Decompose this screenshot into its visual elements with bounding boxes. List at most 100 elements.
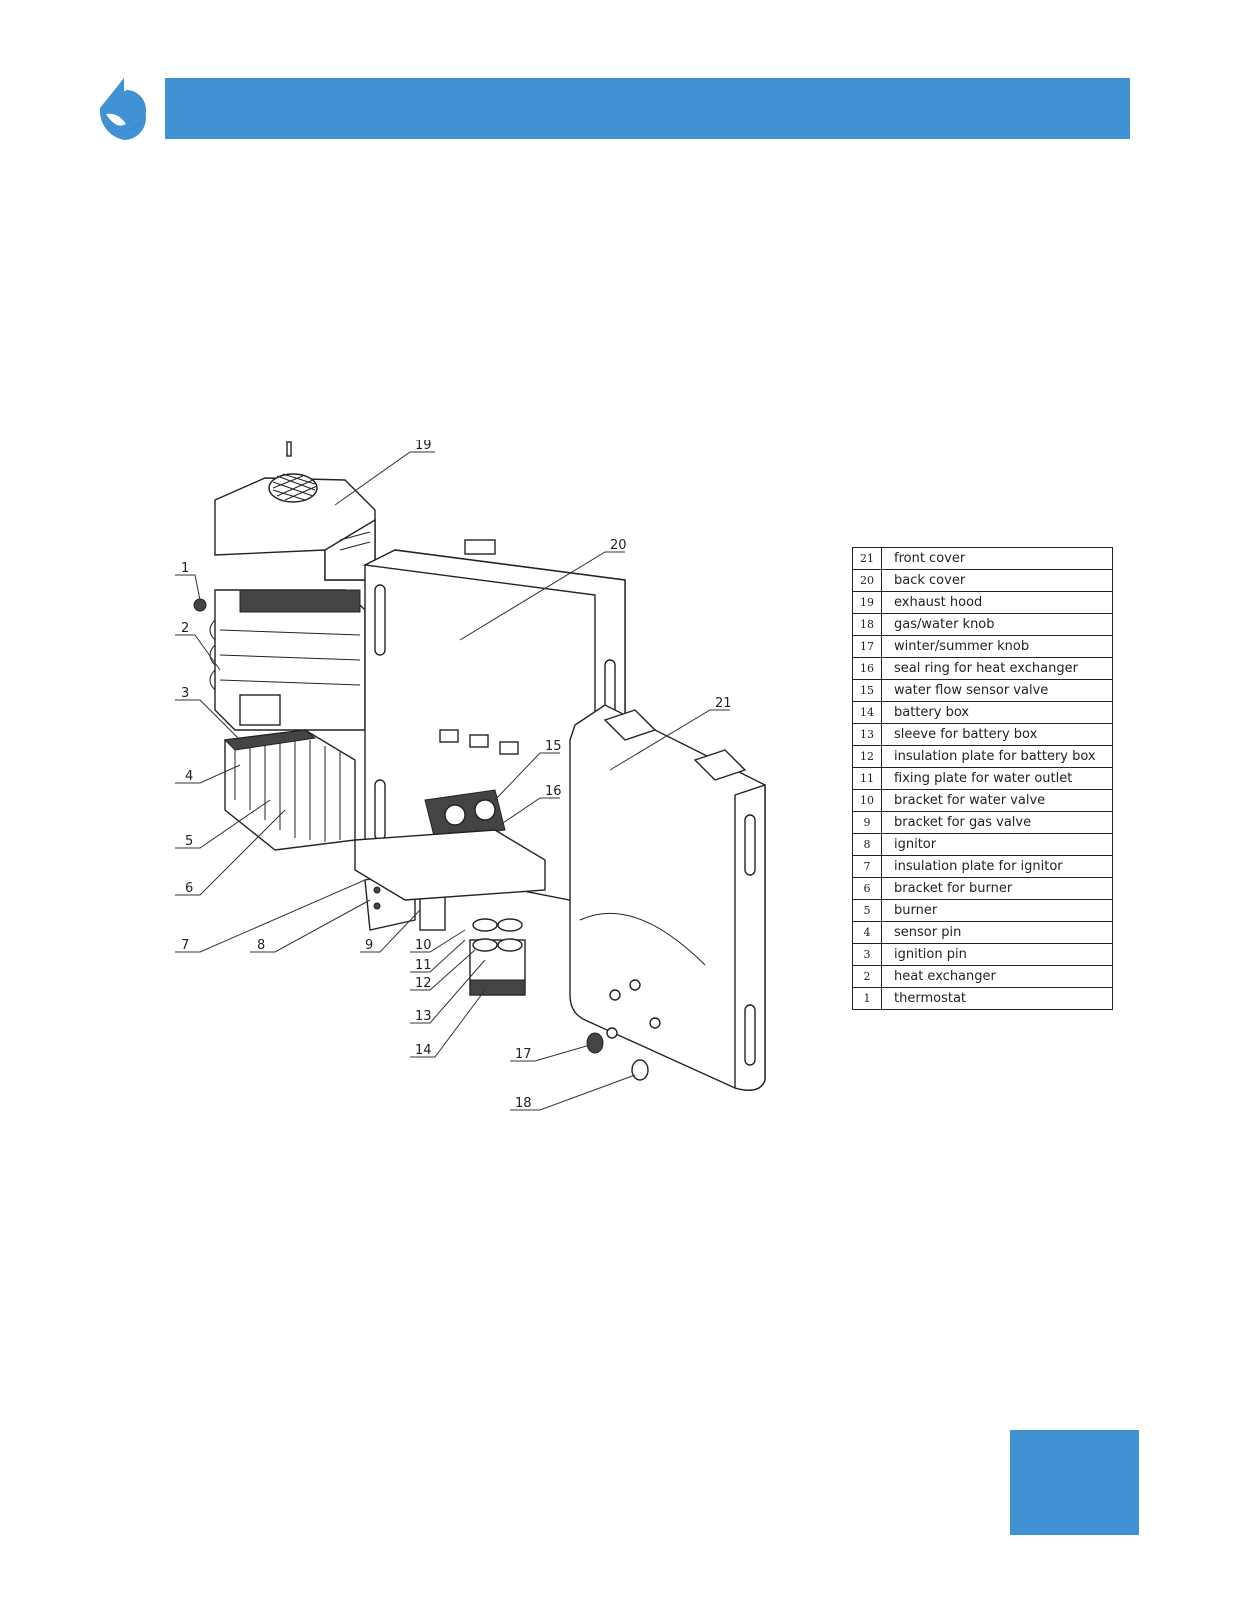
part-number: 19 <box>852 591 882 614</box>
part-name: sensor pin <box>881 921 1113 944</box>
burner-drawing <box>223 729 356 851</box>
part-number: 21 <box>852 547 882 570</box>
callout-7: 7 <box>181 938 189 953</box>
callout-6: 6 <box>185 881 193 896</box>
thermostat-drawing <box>193 598 207 612</box>
callout-5: 5 <box>185 834 193 849</box>
part-number: 11 <box>852 767 882 790</box>
part-name: bracket for gas valve <box>881 811 1113 834</box>
part-name: seal ring for heat exchanger <box>881 657 1113 680</box>
part-number: 2 <box>852 965 882 988</box>
part-name: thermostat <box>881 987 1113 1010</box>
part-name: ignitor <box>881 833 1113 856</box>
callout-8: 8 <box>257 938 265 953</box>
part-number: 12 <box>852 745 882 768</box>
part-name: fixing plate for water outlet <box>881 767 1113 790</box>
callout-13: 13 <box>415 1009 432 1024</box>
callout-21: 21 <box>715 696 732 711</box>
bottom-plate-drawing <box>354 829 546 901</box>
exhaust-hood-drawing <box>214 441 376 581</box>
water-valve-drawing <box>424 789 506 841</box>
part-number: 13 <box>852 723 882 746</box>
part-number: 17 <box>852 635 882 658</box>
part-name: insulation plate for ignitor <box>881 855 1113 878</box>
part-name: exhaust hood <box>881 591 1113 614</box>
knobs-drawing <box>586 1032 649 1081</box>
part-name: bracket for burner <box>881 877 1113 900</box>
part-name: water flow sensor valve <box>881 679 1113 702</box>
callout-2: 2 <box>181 621 189 636</box>
callout-15: 15 <box>545 739 562 754</box>
part-name: gas/water knob <box>881 613 1113 636</box>
part-name: ignition pin <box>881 943 1113 966</box>
part-number: 5 <box>852 899 882 922</box>
callout-11: 11 <box>415 958 432 973</box>
callout-3: 3 <box>181 686 189 701</box>
front-cover-drawing <box>569 704 766 1091</box>
part-number: 4 <box>852 921 882 944</box>
callout-18: 18 <box>515 1096 532 1111</box>
callout-labels: 1 2 3 4 5 6 7 8 9 10 11 12 13 14 15 16 1… <box>181 438 732 1111</box>
exploded-diagram: 1 2 3 4 5 6 7 8 9 10 11 12 13 14 15 16 1… <box>165 438 805 1160</box>
part-name: front cover <box>881 547 1113 570</box>
part-number: 6 <box>852 877 882 900</box>
callout-10: 10 <box>415 938 432 953</box>
part-number: 20 <box>852 569 882 592</box>
part-number: 10 <box>852 789 882 812</box>
callout-leaders <box>175 451 730 1111</box>
part-name: back cover <box>881 569 1113 592</box>
part-name: burner <box>881 899 1113 922</box>
part-number: 1 <box>852 987 882 1010</box>
part-number: 8 <box>852 833 882 856</box>
part-number: 3 <box>852 943 882 966</box>
heat-exchanger-drawing <box>209 589 366 731</box>
part-number: 9 <box>852 811 882 834</box>
callout-16: 16 <box>545 784 562 799</box>
callout-17: 17 <box>515 1047 532 1062</box>
drop-logo-icon <box>96 78 156 140</box>
part-number: 18 <box>852 613 882 636</box>
part-name: insulation plate for battery box <box>881 745 1113 768</box>
part-name: battery box <box>881 701 1113 724</box>
battery-box-drawing <box>469 918 526 996</box>
part-name: heat exchanger <box>881 965 1113 988</box>
header-bar <box>165 78 1130 139</box>
part-number: 7 <box>852 855 882 878</box>
part-number: 16 <box>852 657 882 680</box>
part-name: bracket for water valve <box>881 789 1113 812</box>
callout-4: 4 <box>185 769 193 784</box>
part-name: sleeve for battery box <box>881 723 1113 746</box>
part-number: 15 <box>852 679 882 702</box>
page-number-tab <box>1010 1430 1139 1535</box>
callout-20: 20 <box>610 538 627 553</box>
callout-12: 12 <box>415 976 432 991</box>
part-name: winter/summer knob <box>881 635 1113 658</box>
part-number: 14 <box>852 701 882 724</box>
callout-1: 1 <box>181 561 189 576</box>
exploded-diagram-svg: 1 2 3 4 5 6 7 8 9 10 11 12 13 14 15 16 1… <box>175 438 766 1111</box>
callout-14: 14 <box>415 1043 432 1058</box>
callout-19: 19 <box>415 440 432 453</box>
